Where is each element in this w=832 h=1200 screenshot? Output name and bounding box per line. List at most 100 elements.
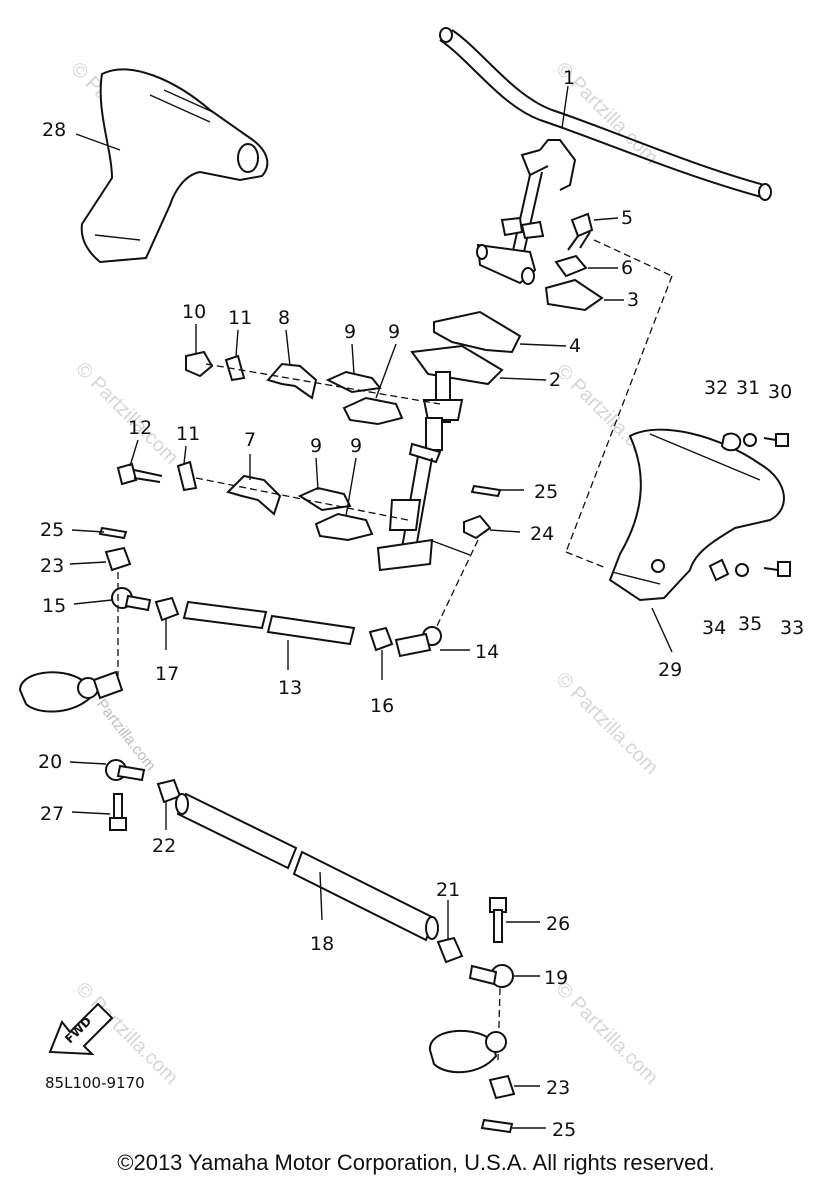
fwd-arrow: FWD [48, 1002, 114, 1056]
part-labels: 1 2 3 4 5 6 7 8 9 9 9 9 10 11 11 12 13 1… [38, 67, 804, 1140]
label-22: 22 [152, 835, 176, 857]
label-9: 9 [344, 321, 356, 343]
label-26: 26 [546, 913, 570, 935]
label-16: 16 [370, 695, 394, 717]
center-watermark: Partzilla.com [93, 696, 159, 774]
part-6-nut [554, 254, 588, 278]
part-17-nut [154, 596, 180, 622]
label-33: 33 [780, 617, 804, 639]
part-20-tie-rod-end [105, 759, 146, 782]
part-13-tie-rod [182, 600, 356, 646]
label-1: 1 [563, 67, 575, 89]
label-32: 32 [704, 377, 728, 399]
reference-line [565, 275, 673, 553]
part-24-nut [463, 514, 492, 540]
label-7: 7 [244, 429, 256, 451]
part-30-screw [763, 433, 789, 447]
part-19-tie-rod-end [468, 964, 514, 988]
label-25: 25 [552, 1119, 576, 1140]
part-27-bolt [109, 793, 127, 831]
part-12-bolt [116, 462, 138, 486]
label-9: 9 [388, 321, 400, 343]
part-23-nut [104, 546, 132, 572]
label-25: 25 [534, 481, 558, 503]
part-9-collar-half [314, 512, 374, 542]
watermark: © Partzilla.com [551, 668, 662, 779]
part-10-nut [185, 350, 214, 378]
parts-diagram: © Partzilla.com © Partzilla.com © Partzi… [18, 27, 804, 1140]
part-31-nut [743, 433, 757, 447]
label-19: 19 [544, 967, 568, 989]
part-28-grip-cover [80, 68, 269, 264]
part-29-grip-cover [608, 428, 785, 602]
reference-line [565, 551, 607, 569]
label-27: 27 [40, 803, 64, 825]
part-11-washer [224, 354, 246, 382]
lower-collar-parts [116, 460, 409, 542]
label-18: 18 [310, 933, 334, 955]
label-12: 12 [128, 417, 152, 439]
part-9-collar-half [325, 370, 382, 394]
part-8-collar [266, 362, 318, 400]
part-33-screw [763, 561, 791, 577]
part-21-nut [436, 936, 464, 964]
part-11-washer [176, 460, 198, 492]
part-25-cotter-pin [480, 1118, 514, 1134]
label-17: 17 [155, 663, 179, 685]
part-7-collar [226, 474, 282, 516]
part-4-bracket [433, 310, 522, 354]
label-13: 13 [278, 677, 302, 699]
watermark: © Partzilla.com [551, 978, 662, 1089]
label-30: 30 [768, 381, 792, 403]
part-25-cotter-pin [470, 484, 502, 498]
upper-collar-parts [185, 350, 441, 426]
label-11: 11 [228, 307, 252, 329]
label-21: 21 [436, 879, 460, 901]
label-23: 23 [40, 555, 64, 577]
label-9: 9 [350, 435, 362, 457]
label-24: 24 [530, 523, 554, 545]
part-32-washer [720, 432, 742, 452]
label-28: 28 [42, 119, 66, 141]
label-3: 3 [627, 289, 639, 311]
steering-column [376, 371, 471, 572]
part-9-collar-half [342, 396, 404, 426]
right-ski-bracket [428, 1029, 507, 1074]
part-14-tie-rod-end [394, 626, 442, 658]
label-4: 4 [569, 335, 581, 357]
part-26-bolt [489, 897, 507, 943]
part-15-tie-rod-end [111, 587, 152, 612]
label-2: 2 [549, 369, 561, 391]
part-2-column-top [410, 344, 504, 386]
part-34-nut [708, 558, 730, 582]
label-14: 14 [475, 641, 499, 663]
label-15: 15 [42, 595, 66, 617]
part-5-bolt [567, 212, 594, 251]
label-23: 23 [546, 1077, 570, 1099]
part-16-nut [368, 626, 394, 652]
label-35: 35 [738, 613, 762, 635]
part-25-cotter-pin [98, 526, 128, 540]
leader-lines [69, 85, 673, 1129]
label-29: 29 [658, 659, 682, 681]
label-9: 9 [310, 435, 322, 457]
label-25: 25 [40, 519, 64, 541]
label-11: 11 [176, 423, 200, 445]
label-31: 31 [736, 377, 760, 399]
label-34: 34 [702, 617, 726, 639]
label-10: 10 [182, 301, 206, 323]
part-35-washer [735, 563, 749, 577]
part-3-clamp [544, 278, 604, 312]
label-5: 5 [621, 207, 633, 229]
part-1-handlebar [439, 27, 772, 285]
reference-line [593, 239, 673, 277]
diagram-code: 85L100-9170 [45, 1074, 145, 1092]
watermark: © Partzilla.com [71, 358, 182, 469]
label-6: 6 [621, 257, 633, 279]
left-ski-bracket [18, 670, 124, 713]
label-8: 8 [278, 307, 290, 329]
part-9-collar-half [297, 486, 352, 512]
part-23-nut [488, 1074, 516, 1100]
part-18-tie-rod [175, 792, 439, 942]
copyright-notice: ©2013 Yamaha Motor Corporation, U.S.A. A… [117, 1150, 715, 1175]
